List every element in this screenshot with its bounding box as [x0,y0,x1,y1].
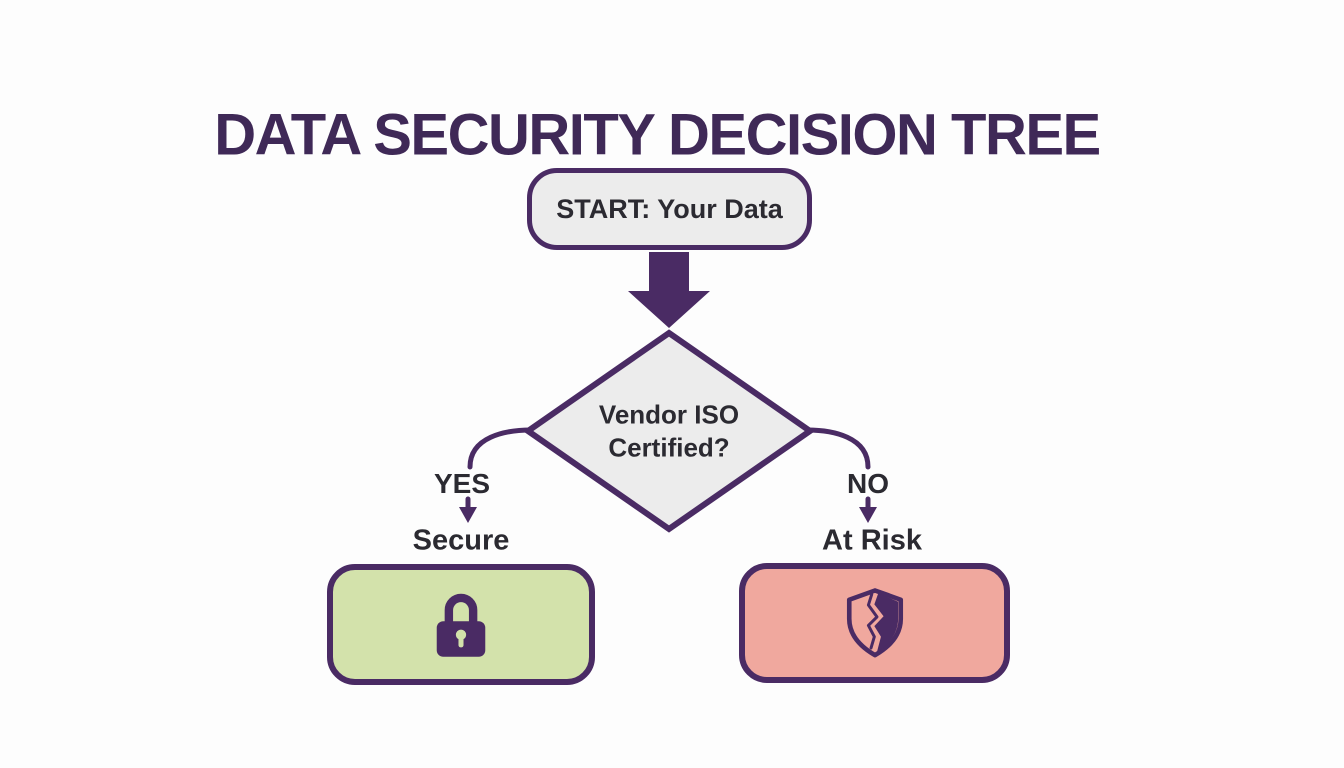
broken-shield-icon [842,587,908,660]
at-risk-outcome-label: At Risk [822,524,922,557]
page-title: DATA SECURITY DECISION TREE [214,102,1101,168]
decision-diamond-shape [522,329,816,533]
secure-outcome-label: Secure [412,524,510,557]
no-branch-connector [804,427,871,470]
lock-icon [433,589,489,661]
yes-branch-label: YES [433,468,491,499]
at-risk-node [739,563,1010,683]
secure-node [327,564,595,685]
down-arrow-icon [628,252,710,328]
yes-arrow-icon [459,496,477,523]
no-arrow-icon [859,496,877,523]
start-node-label: START: Your Data [556,193,783,224]
start-node: START: Your Data [527,168,812,250]
decision-node-label: Vendor ISO Certified? [598,399,740,463]
no-branch-label: NO [847,468,889,499]
yes-branch-connector [467,427,534,470]
